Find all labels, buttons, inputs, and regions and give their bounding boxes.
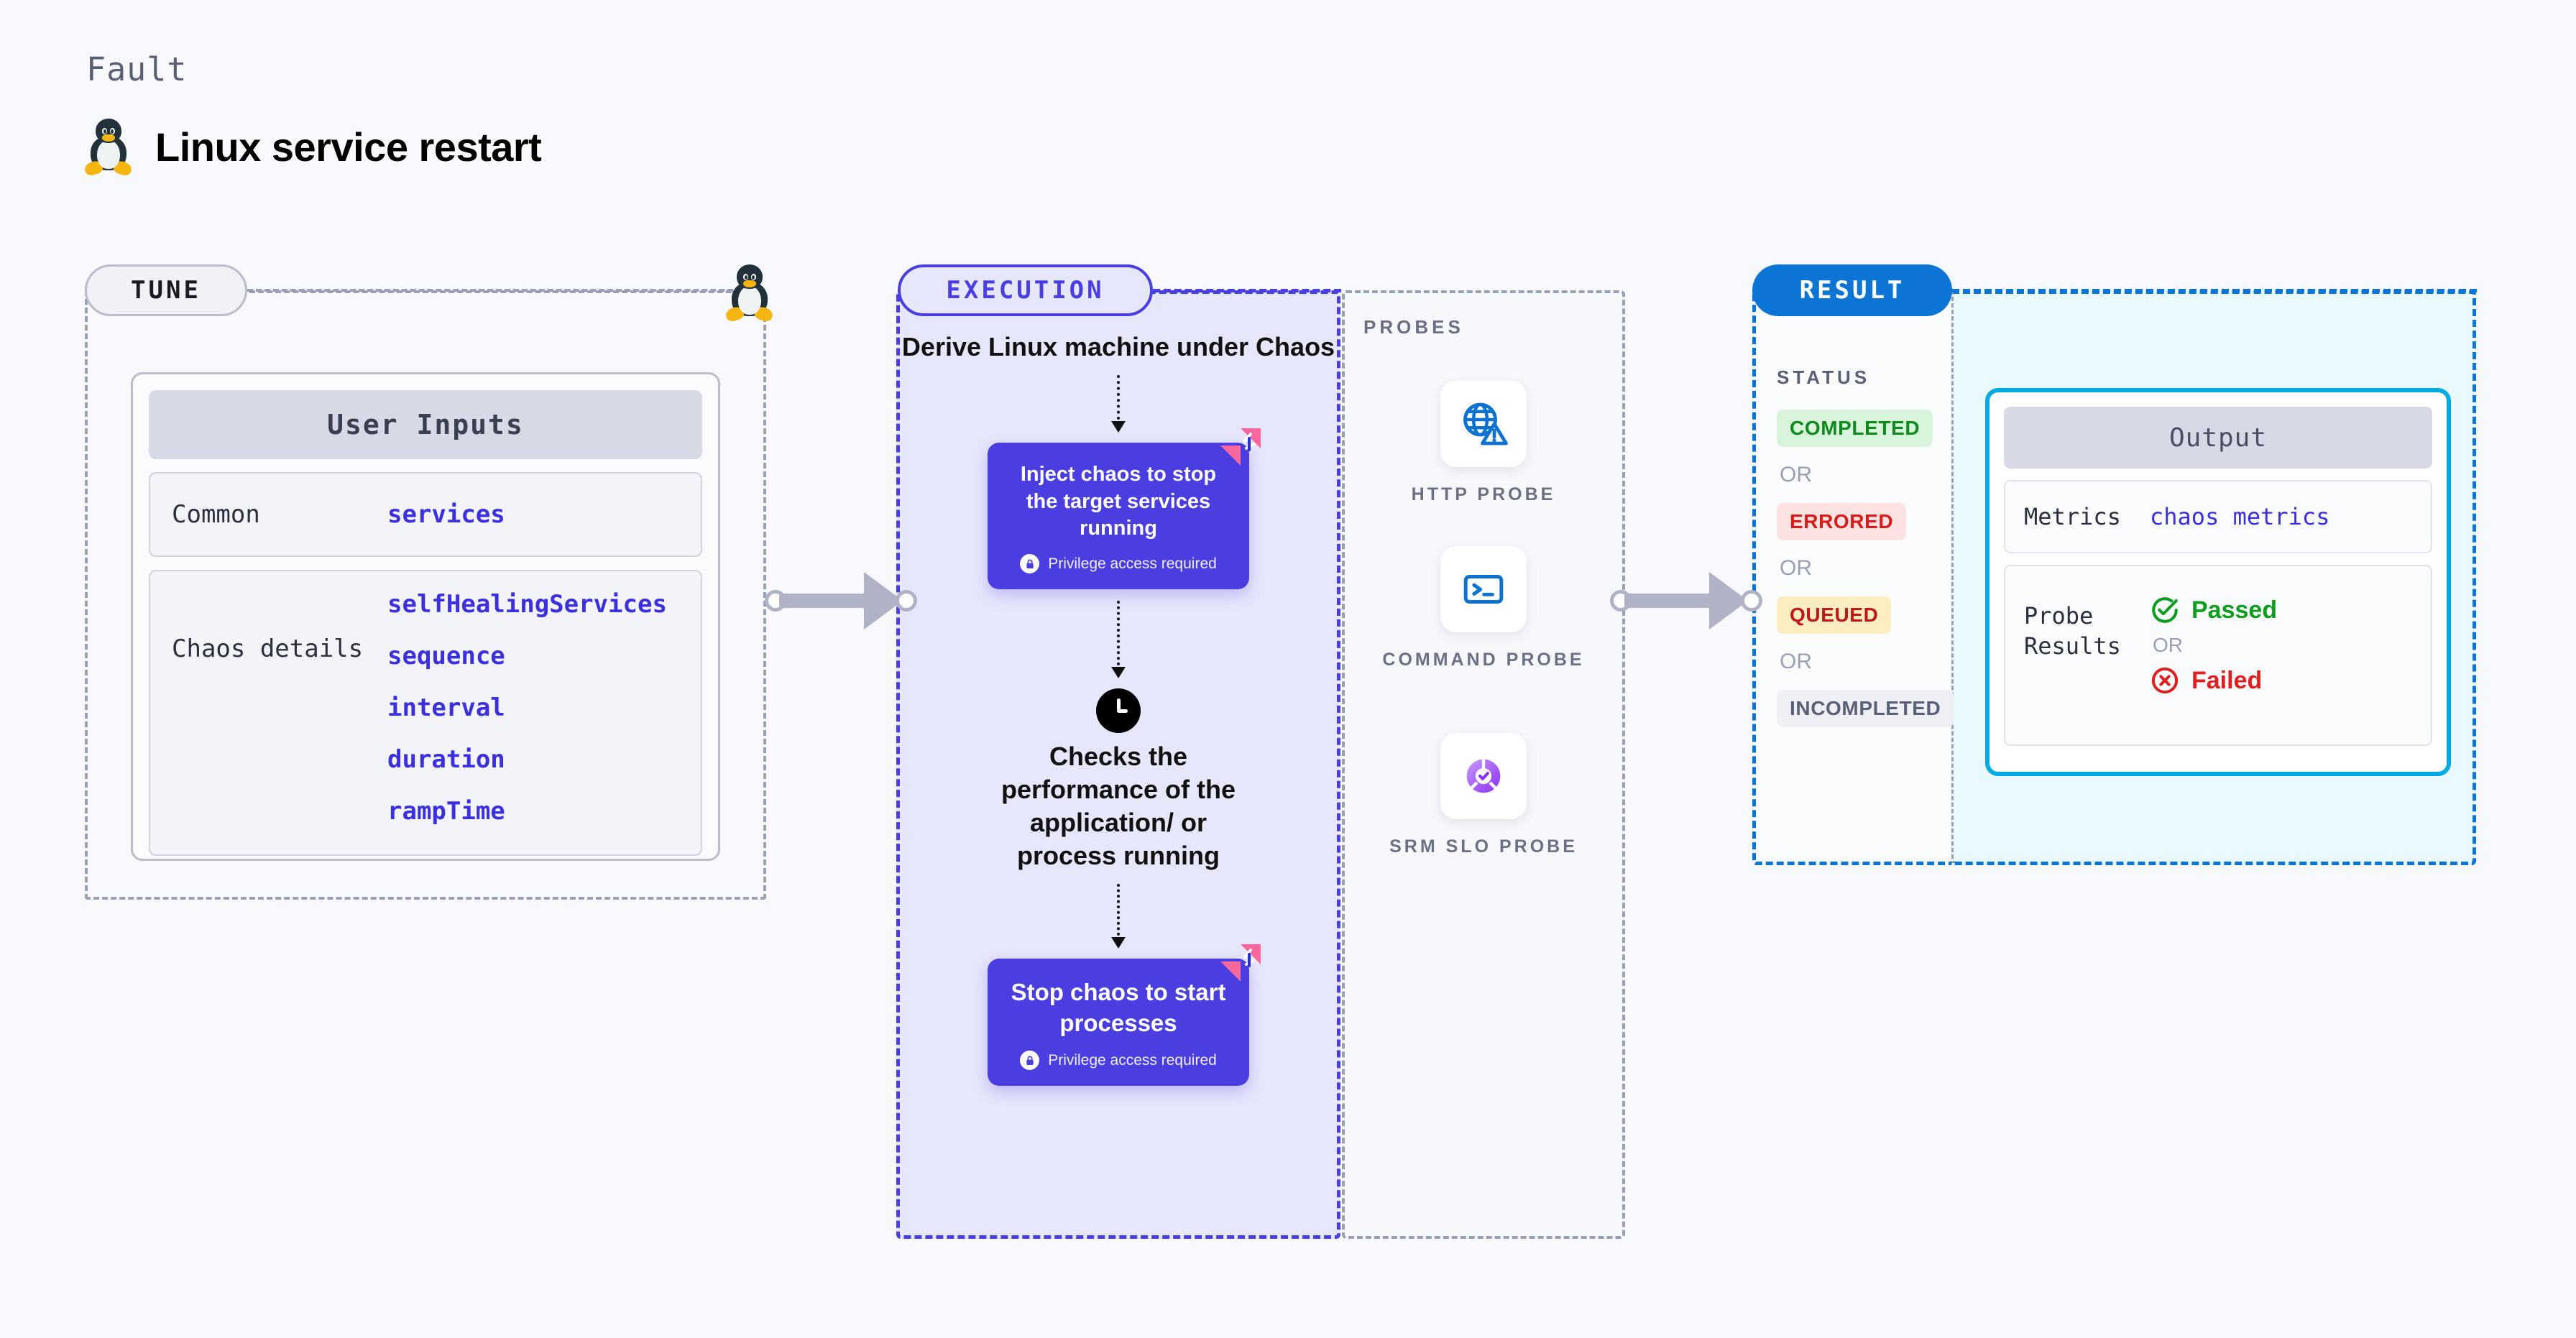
result-stage-pill[interactable]: RESULT (1752, 264, 1952, 316)
privilege-label: Privilege access required (1048, 555, 1217, 572)
page-eyebrow: Fault (86, 50, 188, 88)
probe-label: HTTP PROBE (1411, 484, 1556, 504)
flow-connector-arrow (1111, 884, 1126, 949)
probe-label: COMMAND PROBE (1382, 650, 1585, 670)
probes-to-result-arrow (1610, 572, 1762, 629)
probes-title: PROBES (1363, 316, 1464, 338)
check-circle-icon (2152, 597, 2178, 623)
page-header-row: Linux service restart (83, 119, 542, 177)
globe-warning-icon (1440, 381, 1527, 467)
or-separator: OR (1780, 650, 1812, 673)
execution-stage-pill[interactable]: EXECUTION (898, 264, 1153, 316)
output-card: Output Metrics chaos metrics Probe Resul… (1985, 388, 2451, 776)
status-badge-incompleted: INCOMPLETED (1777, 690, 1954, 727)
tune-section-label: Chaos details (172, 635, 364, 663)
status-list: COMPLETED OR ERRORED OR QUEUED OR INCOMP… (1777, 410, 1954, 727)
result-top-connector (1952, 289, 2477, 292)
tune-section-frame (85, 290, 766, 900)
flow-connector-arrow (1111, 375, 1126, 433)
x-circle-icon (2151, 667, 2179, 694)
execution-top-connector (1153, 289, 1341, 292)
privilege-label: Privilege access required (1048, 1051, 1217, 1069)
tune-to-execution-arrow (765, 572, 917, 629)
privilege-note: Privilege access required (1005, 554, 1232, 574)
linux-penguin-icon (83, 119, 134, 177)
page-title: Linux service restart (155, 124, 542, 170)
probe-http[interactable]: HTTP PROBE (1342, 381, 1625, 507)
tune-stage-pill[interactable]: TUNE (85, 264, 247, 316)
status-badge-completed: COMPLETED (1777, 410, 1933, 447)
output-metrics-label: Metrics (2024, 502, 2121, 530)
tune-param-ramptime[interactable]: rampTime (387, 797, 505, 826)
execution-card-inject-chaos[interactable]: Inject chaos to stop the target services… (988, 428, 1261, 590)
or-separator: OR (2153, 634, 2183, 656)
slo-donut-check-icon (1440, 733, 1527, 819)
tune-param-selfhealingservices[interactable]: selfHealingServices (387, 590, 667, 619)
output-section-metrics: Metrics chaos metrics (2004, 480, 2432, 553)
terminal-icon (1440, 546, 1527, 632)
execution-card-title: Stop chaos to start processes (1011, 979, 1226, 1037)
lock-icon (1020, 1051, 1040, 1071)
probe-command[interactable]: COMMAND PROBE (1342, 546, 1625, 673)
status-badge-errored: ERRORED (1777, 503, 1907, 540)
passed-label: Passed (2191, 596, 2278, 624)
execution-flow: Derive Linux machine under Chaos Inject … (896, 331, 1340, 1086)
tune-param-services[interactable]: services (387, 500, 505, 529)
flow-connector-arrow (1111, 601, 1126, 679)
execution-step-derive-machine: Derive Linux machine under Chaos (901, 332, 1335, 361)
output-probe-label: Probe Results (2024, 602, 2121, 660)
execution-card-title: Inject chaos to stop the target services… (1020, 463, 1217, 540)
probe-srm-slo[interactable]: SRM SLO PROBE (1342, 733, 1625, 859)
output-title: Output (2004, 407, 2432, 469)
user-inputs-title: User Inputs (149, 390, 702, 459)
execution-card-stop-chaos[interactable]: Stop chaos to start processes Privilege … (988, 944, 1261, 1086)
failed-label: Failed (2191, 666, 2263, 694)
or-separator: OR (1780, 463, 1812, 486)
chaos-badge-icon (1220, 428, 1261, 466)
probe-label: SRM SLO PROBE (1389, 836, 1578, 857)
tune-top-connector (247, 289, 750, 292)
or-separator: OR (1780, 556, 1812, 580)
arrow-end-dot (896, 590, 917, 612)
probe-result-passed: Passed (2150, 595, 2277, 625)
chaos-badge-icon (1220, 944, 1261, 982)
probe-result-failed: Failed (2150, 665, 2277, 696)
privilege-note: Privilege access required (1005, 1051, 1232, 1071)
tune-section-chaos-details: Chaos details selfHealingServices sequen… (149, 570, 702, 856)
status-badge-queued: QUEUED (1777, 596, 1892, 634)
tune-param-interval[interactable]: interval (387, 693, 505, 722)
tune-section-common: Common services (149, 472, 702, 557)
result-status-frame (1752, 290, 1968, 865)
arrow-end-dot (1741, 590, 1762, 612)
output-section-probe-results: Probe Results Passed OR Failed (2004, 565, 2432, 746)
execution-step-checks-performance: Checks the performance of the applicatio… (1000, 742, 1236, 871)
linux-target-node-icon (724, 264, 775, 323)
user-inputs-card: User Inputs Common services Chaos detail… (131, 372, 720, 861)
tune-param-sequence[interactable]: sequence (387, 642, 505, 670)
tune-param-duration[interactable]: duration (387, 745, 505, 774)
output-metrics-value[interactable]: chaos metrics (2150, 503, 2330, 530)
status-title: STATUS (1777, 366, 1871, 388)
lock-icon (1020, 554, 1040, 574)
tune-section-label: Common (172, 500, 260, 529)
clock-icon (1096, 688, 1141, 734)
